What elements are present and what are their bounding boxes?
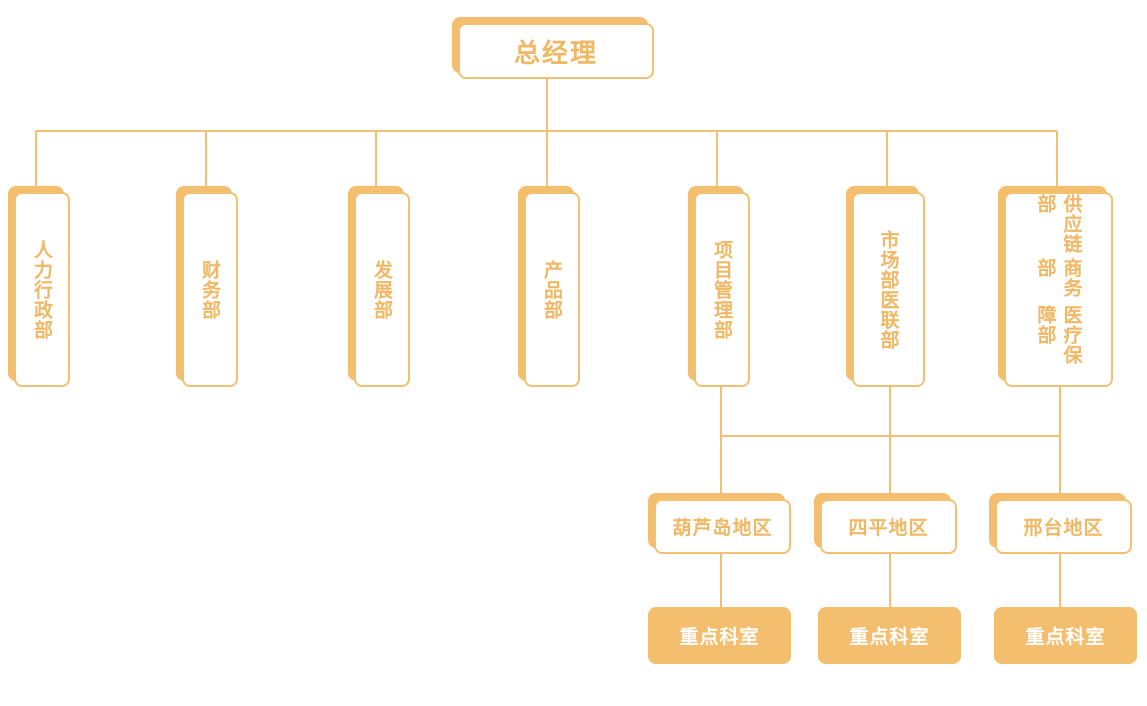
node-supply-chain: 供应链部 商务部 医疗保障部 [998,186,1113,387]
node-label: 总经理 [458,23,654,79]
node-label: 四平地区 [820,499,957,554]
node-label: 人力行政部 [14,192,70,387]
node-label: 发展部 [354,192,410,387]
node-market-medical-alliance: 市场部 医联部 [846,186,925,387]
node-label: 财务部 [182,192,238,387]
node-hr-admin: 人力行政部 [8,186,70,387]
node-key-department-huludao: 重点科室 [648,607,791,664]
node-label: 市场部 医联部 [852,192,925,387]
node-label: 邢台地区 [995,499,1132,554]
node-finance: 财务部 [176,186,238,387]
node-key-department-xingtai: 重点科室 [994,607,1137,664]
node-development: 发展部 [348,186,410,387]
node-label-column: 商务部 [1034,257,1083,298]
node-general-manager: 总经理 [452,17,654,79]
node-key-department-siping: 重点科室 [818,607,961,664]
node-region-siping: 四平地区 [814,493,957,554]
node-label-column: 医疗保障部 [1034,305,1083,366]
node-label: 产品部 [524,192,580,387]
node-label: 项目管理部 [694,192,750,387]
node-label-column: 医联部 [877,289,900,350]
node-label-column: 供应链部 [1034,194,1083,254]
node-label: 葫芦岛地区 [654,499,791,554]
node-region-xingtai: 邢台地区 [989,493,1132,554]
node-region-huludao: 葫芦岛地区 [648,493,791,554]
node-project-management: 项目管理部 [688,186,750,387]
node-product: 产品部 [518,186,580,387]
node-label: 供应链部 商务部 医疗保障部 [1004,192,1113,387]
node-label-column: 市场部 [877,229,900,290]
